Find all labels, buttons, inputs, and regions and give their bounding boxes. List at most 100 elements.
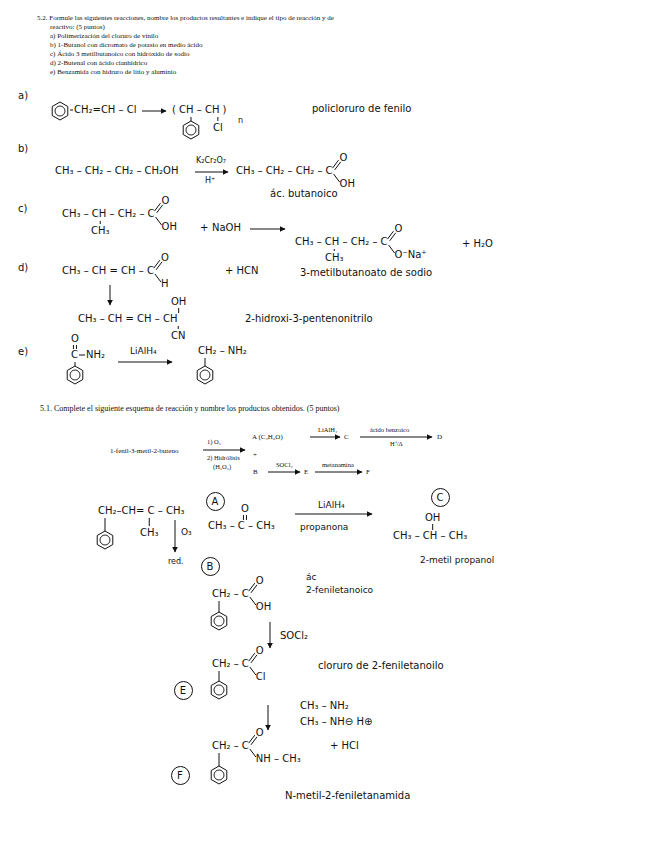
handwritten-text: CH₃ – CH – CH₂ – C (62, 208, 155, 220)
double-bond (154, 260, 160, 268)
handwritten-text: CH₃ – CH = CH – C (62, 265, 154, 277)
printed-text: b) 1-Butanol con dicromato de potasio en… (50, 41, 202, 49)
printed-text: 5.1. Complete el siguiente esquema de re… (40, 404, 340, 414)
node-letter: B (207, 561, 214, 572)
double-bond (332, 160, 338, 168)
handwritten-text: propanona (300, 522, 348, 533)
reaction-arrow (118, 362, 172, 363)
printed-text: 5.2. Formule las siguientes reacciones, … (37, 14, 334, 22)
handwritten-text: + HCl (330, 740, 359, 752)
reaction-arrow (360, 437, 432, 438)
single-bond (217, 117, 218, 121)
double-bond (156, 262, 162, 270)
reaction-arrow (315, 472, 362, 473)
handwritten-text: OH (256, 601, 271, 613)
handwritten-text: + H₂O (462, 238, 493, 250)
reaction-arrow (175, 520, 176, 552)
handwritten-text: LiAlH₄ (130, 346, 157, 357)
circled-letter: C (431, 488, 450, 507)
handwritten-text: CH₃ – CH₂ – CH₂ – CH₂OH (55, 165, 179, 177)
handwritten-text: ác. butanoico (270, 188, 338, 200)
benzene-ring (183, 121, 199, 139)
handwritten-text: CH₃ – NH⊖ H⊕ (300, 716, 372, 728)
benzene-ring (211, 612, 227, 630)
bond-line (205, 358, 206, 366)
handwritten-text: CH₃ – CH₂ – CH₂ – C (236, 165, 333, 177)
handwritten-text: CH₃ (91, 225, 110, 237)
printed-text: H⁺/Δ (390, 440, 403, 448)
handwritten-text: d) (18, 262, 28, 274)
handwritten-text: red. (168, 557, 184, 567)
handwritten-text: 3-metilbutanoato de sodio (300, 267, 432, 279)
handwritten-text: O₃ (181, 527, 192, 538)
handwritten-text: K₂Cr₂O₇ (196, 156, 226, 166)
handwritten-text: CH₃ – C – CH₃ (208, 520, 275, 532)
handwritten-text: CH₂ – C (212, 588, 249, 600)
reaction-arrow (250, 229, 285, 230)
double-bond (390, 233, 396, 241)
benzene-ring (67, 366, 83, 384)
reaction-arrow (268, 705, 269, 730)
handwritten-text: NH – CH₃ (256, 753, 301, 765)
handwritten-text: OH (425, 512, 440, 524)
benzene-ring (211, 681, 227, 699)
handwritten-text: H⁺ (205, 176, 215, 186)
handwritten-text: + HCN (225, 265, 259, 277)
double-bond (73, 345, 74, 349)
handwritten-text: CH₃ (140, 527, 159, 539)
printed-text: d) 2-Butenal con ácido cianhídrico (50, 59, 147, 67)
handwritten-text: e) (18, 346, 28, 358)
double-bond (249, 583, 255, 591)
handwritten-text: + (200, 222, 208, 234)
printed-text: (H₂O₂) (213, 463, 231, 471)
handwritten-text: b) (18, 143, 28, 155)
handwritten-text: CH₂=CH – Cl (74, 104, 137, 116)
printed-text: 1) O₃ (207, 438, 221, 446)
double-bond (249, 653, 255, 661)
handwritten-text: C (71, 349, 78, 361)
handwritten-text: O (340, 152, 348, 164)
circled-letter: E (174, 681, 193, 700)
handwritten-text: Cl (213, 122, 223, 134)
handwritten-text: CH₂–CH= C – CH₃ (98, 505, 184, 517)
bond-line (219, 753, 220, 766)
printed-text: c) Ácido 3 metilbutanoico con hidróxido … (50, 50, 189, 58)
printed-text: F (366, 468, 370, 476)
single-bond (250, 667, 256, 675)
bond-line (219, 671, 220, 681)
benzene-ring (52, 102, 68, 120)
single-bond (149, 518, 150, 526)
printed-text: reactivo: (5 puntos) (50, 23, 105, 31)
handwritten-text: cloruro de 2-feniletanoilo (318, 660, 444, 672)
node-letter: F (177, 770, 183, 781)
handwritten-text: CH₃ (325, 252, 344, 264)
benzene-ring (211, 766, 227, 784)
handwritten-text: CH₃ – CH – CH₃ (393, 530, 467, 542)
handwritten-text: Cl (256, 671, 266, 683)
single-bond (79, 355, 85, 356)
single-bond (250, 749, 256, 757)
single-bond (432, 524, 433, 530)
handwritten-text: NH₂ (86, 349, 105, 361)
handwritten-text: O (71, 333, 79, 345)
double-bond (157, 205, 163, 213)
handwritten-text: CH₂ – C (212, 658, 249, 670)
reaction-arrow (270, 622, 271, 648)
double-bond (246, 515, 247, 520)
reaction-arrow (295, 514, 372, 515)
printed-text: B (253, 468, 258, 476)
single-bond (100, 221, 101, 224)
reaction-arrow (195, 172, 228, 173)
handwritten-text: O (256, 575, 264, 587)
handwritten-text: NaOH (212, 222, 241, 234)
double-bond (251, 585, 257, 593)
handwritten-text: OH (171, 296, 186, 308)
circled-letter: B (201, 557, 220, 576)
double-bond (76, 345, 77, 349)
bond-line (219, 601, 220, 612)
double-bond (387, 231, 393, 239)
bond-line (105, 518, 106, 531)
handwritten-text: OH (340, 178, 355, 190)
handwritten-text: O (161, 252, 169, 264)
single-bond (334, 174, 340, 182)
